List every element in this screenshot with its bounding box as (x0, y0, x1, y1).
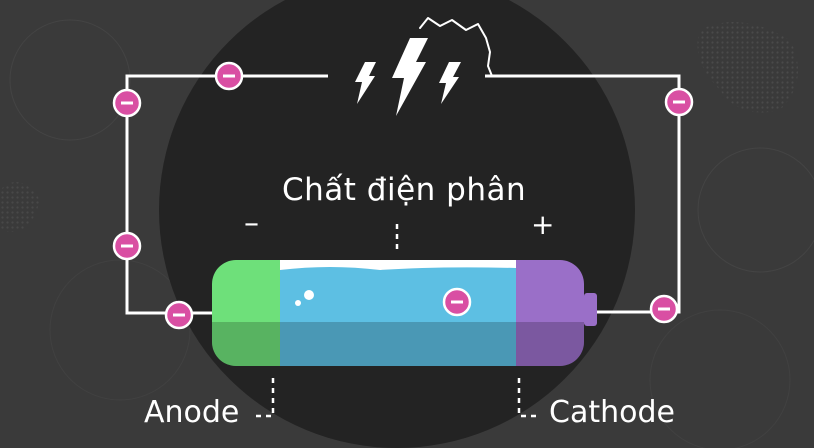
minus-circle-icon (442, 287, 472, 317)
cathode-sign: + (531, 208, 555, 241)
electrolyte-label: Chất điện phân (282, 172, 527, 208)
electrolytic-cell (212, 260, 597, 366)
lightning-bolt-icon (355, 17, 493, 116)
minus-circle-icon (214, 61, 244, 91)
cathode-label: Cathode (549, 395, 675, 430)
anode-sign: – (244, 206, 259, 241)
electrons (112, 61, 694, 330)
minus-circle-icon (649, 294, 679, 324)
anode-electrode (212, 260, 280, 366)
indicator-lines (255, 224, 540, 418)
anode-label: Anode (144, 395, 240, 430)
cathode-terminal (584, 293, 597, 326)
minus-circle-icon (112, 231, 142, 261)
minus-circle-icon (164, 300, 194, 330)
minus-circle-icon (664, 87, 694, 117)
background-decoration (0, 19, 814, 448)
cathode-electrode (516, 260, 584, 366)
minus-circle-icon (112, 88, 142, 118)
